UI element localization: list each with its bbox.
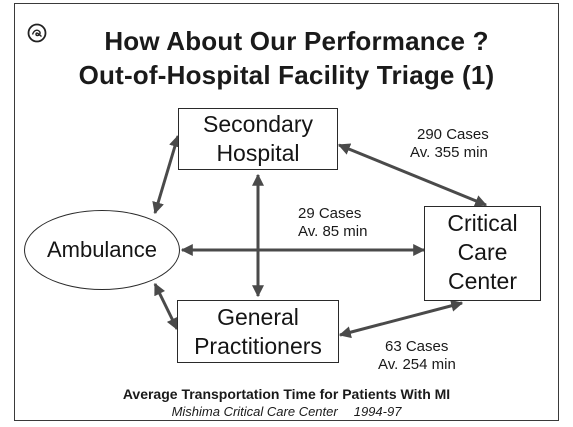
- node-ccc-line2: Care: [457, 239, 508, 265]
- edge-secondary-ccc-cases: 290 Cases: [417, 126, 489, 143]
- node-secondary-hospital-line1: Secondary: [203, 111, 313, 137]
- node-gp-line1: General: [217, 304, 299, 330]
- arrow-ambulance-gp: [153, 282, 179, 331]
- slide-title: How About Our Performance ?: [104, 26, 489, 56]
- node-critical-care-center: Critical Care Center: [424, 206, 541, 301]
- caption-period: 1994-97: [353, 404, 402, 419]
- edge-label-gp-ccc: 63 Cases Av. 254 min: [378, 338, 456, 374]
- arrow-ambulance-secondary: [152, 134, 181, 215]
- node-ambulance-label: Ambulance: [46, 237, 158, 262]
- edge-gp-ccc-cases: 63 Cases: [385, 338, 449, 355]
- arrow-secondary-ccc: [337, 143, 488, 207]
- caption-source-line: Mishima Critical Care Center 1994-97: [0, 404, 573, 419]
- arrow-gp-ccc: [338, 299, 464, 339]
- node-secondary-hospital: Secondary Hospital: [178, 108, 338, 170]
- node-ccc-line3: Center: [447, 268, 518, 294]
- edge-label-ambulance-ccc: 29 Cases Av. 85 min: [298, 205, 367, 241]
- slide-subtitle: Out-of-Hospital Facility Triage (1): [78, 60, 495, 90]
- edge-label-secondary-ccc: 290 Cases Av. 355 min: [410, 126, 489, 162]
- edge-secondary-ccc-time: Av. 355 min: [410, 144, 488, 161]
- node-secondary-hospital-line2: Hospital: [216, 140, 300, 166]
- caption-source: Mishima Critical Care Center: [171, 404, 338, 419]
- circled-emblem-icon: [27, 23, 47, 43]
- node-ccc-line1: Critical: [447, 210, 518, 236]
- edge-gp-ccc-time: Av. 254 min: [378, 356, 456, 373]
- node-ambulance: Ambulance: [24, 210, 180, 290]
- caption-title: Average Transportation Time for Patients…: [122, 386, 451, 402]
- edge-ambulance-ccc-time: Av. 85 min: [298, 223, 368, 240]
- node-gp-line2: Practitioners: [194, 333, 322, 359]
- edge-ambulance-ccc-cases: 29 Cases: [298, 205, 362, 222]
- node-general-practitioners: General Practitioners: [177, 300, 339, 363]
